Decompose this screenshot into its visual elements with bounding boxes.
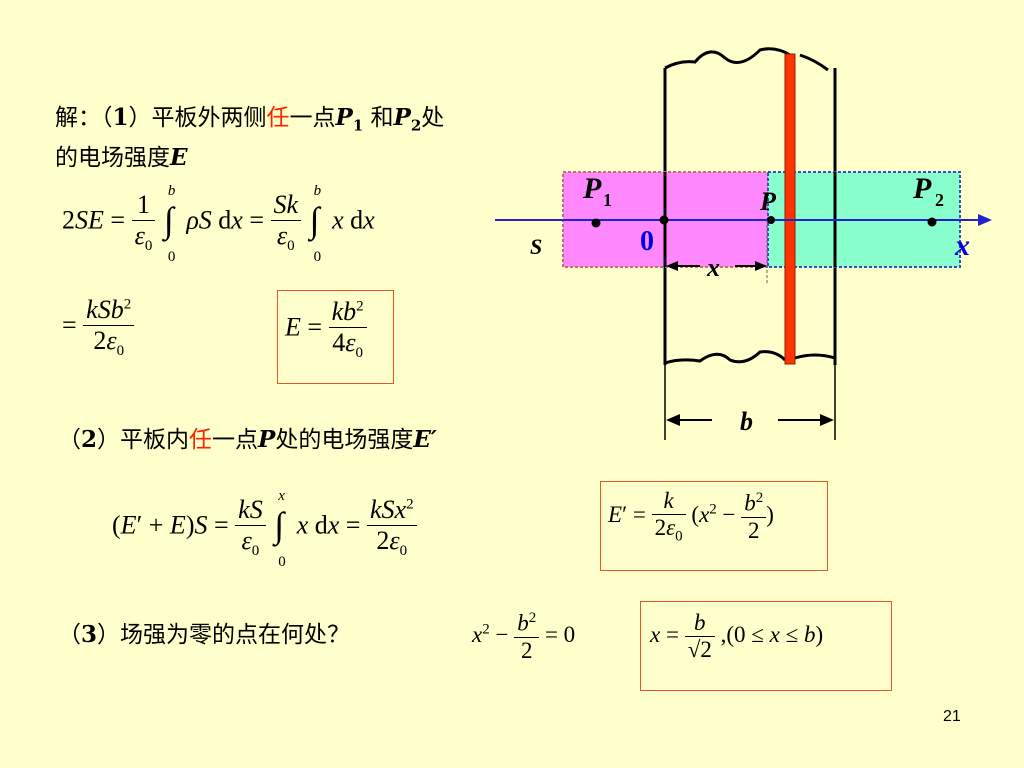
part1-line2-var: E xyxy=(170,144,188,171)
part2-var-e: E′ xyxy=(413,426,437,453)
slab-top-break xyxy=(664,47,829,72)
part2-var-p: P xyxy=(258,426,276,453)
result-box-E xyxy=(277,290,394,384)
part1-end: 处 xyxy=(421,105,445,131)
part2-red-char: 任 xyxy=(189,427,213,453)
point-P xyxy=(767,216,775,224)
label-b: b xyxy=(740,407,753,436)
part3-number: 3 xyxy=(81,621,98,648)
part2-heading: （2）平板内任一点P处的电场强度E′ xyxy=(58,420,437,454)
part1-and: 和 xyxy=(363,105,394,131)
part1-text-b: 一点 xyxy=(289,105,336,131)
part1-prefix: 解：（ xyxy=(55,105,113,131)
label-x-length: x xyxy=(706,253,720,282)
part1-heading-line2: 的电场强度E xyxy=(55,138,188,172)
part1-text-a: ）平板外两侧 xyxy=(128,105,267,131)
label-P1: P xyxy=(582,172,602,205)
point-P1 xyxy=(591,218,601,228)
point-origin xyxy=(659,215,669,225)
page-number: 21 xyxy=(943,708,961,725)
label-P2: P xyxy=(912,172,932,205)
slab-bottom-break xyxy=(664,350,836,365)
part1-red-char: 任 xyxy=(266,105,290,131)
label-S: S xyxy=(530,234,542,259)
part1-heading-line1: 解：（1）平板外两侧任一点P1 和P2处 xyxy=(55,98,444,135)
label-x-axis: x xyxy=(954,229,970,262)
part3-open: （ xyxy=(58,622,81,648)
x-axis-arrow xyxy=(978,214,992,226)
label-origin: 0 xyxy=(640,226,654,257)
result-box-x xyxy=(640,601,892,691)
part1-line2-text: 的电场强度 xyxy=(55,145,170,171)
equation-x-solution: x = b√2 ,(0 ≤ x ≤ b) xyxy=(650,610,824,662)
part2-number: 2 xyxy=(81,426,98,453)
label-P: P xyxy=(759,187,777,216)
label-P1-sub: 1 xyxy=(603,190,612,210)
part1-number: 1 xyxy=(112,104,129,131)
result-box-E-prime xyxy=(600,481,828,571)
point-P2 xyxy=(927,217,937,227)
part3-text: ）场强为零的点在何处？ xyxy=(97,622,351,648)
part2-text-c: 处的电场强度 xyxy=(275,427,414,453)
part3-heading: （3）场强为零的点在何处？ xyxy=(58,615,350,649)
part1-p2: P xyxy=(393,104,411,131)
charged-plane xyxy=(784,53,796,365)
label-P2-sub: 2 xyxy=(935,190,944,210)
part1-p1: P xyxy=(335,104,353,131)
part1-p2-sub: 2 xyxy=(410,116,422,135)
part2-text-a: ）平板内 xyxy=(97,427,190,453)
part2-open: （ xyxy=(58,427,81,453)
part2-text-b: 一点 xyxy=(212,427,259,453)
part1-p1-sub: 1 xyxy=(352,116,364,135)
